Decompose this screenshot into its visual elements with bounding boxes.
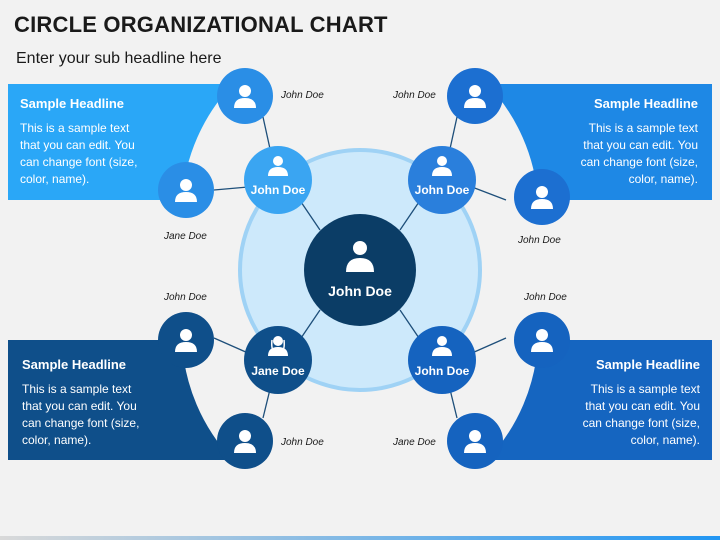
- panel-body-line: This is a sample text: [22, 382, 132, 396]
- panel-body-line: can change font (size,: [582, 416, 700, 430]
- outer-node-name: Jane Doe: [164, 231, 207, 242]
- footer-bar: [0, 536, 720, 540]
- panel-body-line: that you can edit. You: [22, 399, 137, 413]
- inner-node-top-right: [408, 146, 476, 214]
- panel-body-line: This is a sample text: [590, 382, 700, 396]
- panel-body-line: color, name).: [20, 172, 90, 186]
- outer-node-name: Jane Doe: [393, 437, 436, 448]
- panel-body: This is a sample text that you can edit.…: [22, 381, 167, 449]
- person-icon: [268, 156, 288, 176]
- person-icon: [531, 329, 553, 352]
- node-icons: [175, 85, 553, 453]
- panel-headline: Sample Headline: [595, 357, 700, 372]
- panel-body-line: color, name).: [628, 172, 698, 186]
- panel-bottom-left: [8, 340, 233, 460]
- panel-bottom-right: [487, 340, 712, 460]
- panel-body: This is a sample text that you can edit.…: [553, 120, 698, 188]
- outer-node-name: John Doe: [393, 90, 436, 101]
- person-icon: [346, 241, 374, 272]
- center-node-name: John Doe: [328, 283, 392, 299]
- panel-body-line: can change font (size,: [20, 155, 138, 169]
- inner-node-bottom-left: [244, 326, 312, 394]
- outer-node-name: John Doe: [281, 90, 324, 101]
- panel-body-line: color, name).: [22, 433, 92, 447]
- inner-node-bottom-right: [408, 326, 476, 394]
- person-icon: [175, 329, 197, 352]
- panel-body: This is a sample text that you can edit.…: [555, 381, 700, 449]
- person-icon: [432, 156, 452, 176]
- panel-body: This is a sample text that you can edit.…: [20, 120, 165, 188]
- inner-node-name: John Doe: [250, 183, 306, 197]
- inner-node-name: John Doe: [414, 364, 470, 378]
- person-icon: [432, 336, 452, 356]
- outer-node-name: John Doe: [281, 437, 324, 448]
- person-icon: [234, 85, 256, 108]
- panel-headline: Sample Headline: [20, 96, 125, 111]
- person-icon: [531, 186, 553, 209]
- outer-node-name: John Doe: [518, 235, 561, 246]
- panel-body-line: This is a sample text: [20, 121, 130, 135]
- panel-headline: Sample Headline: [593, 96, 698, 111]
- person-female-icon: [175, 179, 197, 202]
- panel-body-line: color, name).: [630, 433, 700, 447]
- page-subtitle: Enter your sub headline here: [16, 50, 222, 67]
- person-female-icon: [464, 430, 486, 453]
- panel-body-line: that you can edit. You: [20, 138, 135, 152]
- person-icon: [234, 430, 256, 453]
- panel-body-line: can change font (size,: [580, 155, 698, 169]
- panel-body-line: can change font (size,: [22, 416, 140, 430]
- panel-body-line: that you can edit. You: [585, 399, 700, 413]
- inner-node-name: Jane Doe: [251, 364, 305, 378]
- person-female-icon: [268, 336, 288, 356]
- panel-body-line: This is a sample text: [588, 121, 698, 135]
- page-title: CIRCLE ORGANIZATIONAL CHART: [14, 12, 388, 37]
- outer-node-name: John Doe: [164, 292, 207, 303]
- panel-body-line: that you can edit. You: [583, 138, 698, 152]
- inner-node-name: John Doe: [414, 183, 470, 197]
- inner-node-top-left: [244, 146, 312, 214]
- panel-headline: Sample Headline: [22, 357, 127, 372]
- person-icon: [464, 85, 486, 108]
- outer-node-name: John Doe: [524, 292, 567, 303]
